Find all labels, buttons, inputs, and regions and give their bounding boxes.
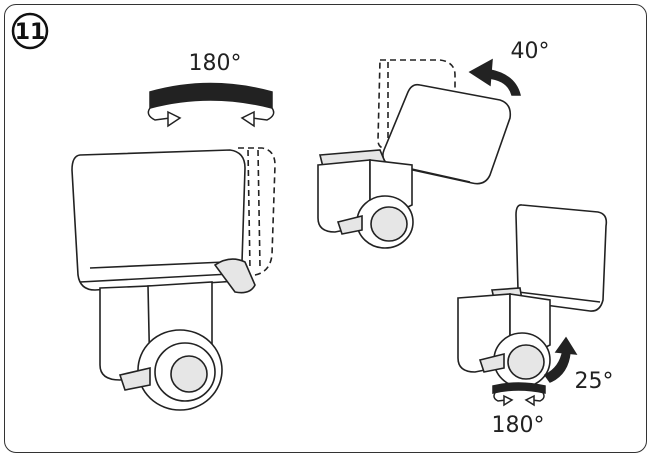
label-rotation-camera: 180° xyxy=(492,413,545,438)
hinge xyxy=(213,258,256,294)
label-rotation-main: 180° xyxy=(189,51,242,76)
label-tilt-camera: 25° xyxy=(575,369,614,394)
step-badge: 11 xyxy=(11,12,49,50)
panel-body xyxy=(71,149,246,291)
label-tilt-panel: 40° xyxy=(511,39,550,64)
diagram-frame xyxy=(4,4,647,453)
tilted-panel xyxy=(382,83,512,185)
light-large xyxy=(71,147,276,411)
light-tilt xyxy=(317,59,512,249)
tilt-arrow-panel xyxy=(468,58,521,96)
rotation-arrow-camera xyxy=(492,382,546,407)
light-camera-adjust xyxy=(457,204,608,388)
tilt-arrow-camera xyxy=(543,336,578,383)
rotation-arrow-main xyxy=(147,82,275,128)
panel-small xyxy=(515,204,608,312)
step-number: 11 xyxy=(15,20,46,45)
